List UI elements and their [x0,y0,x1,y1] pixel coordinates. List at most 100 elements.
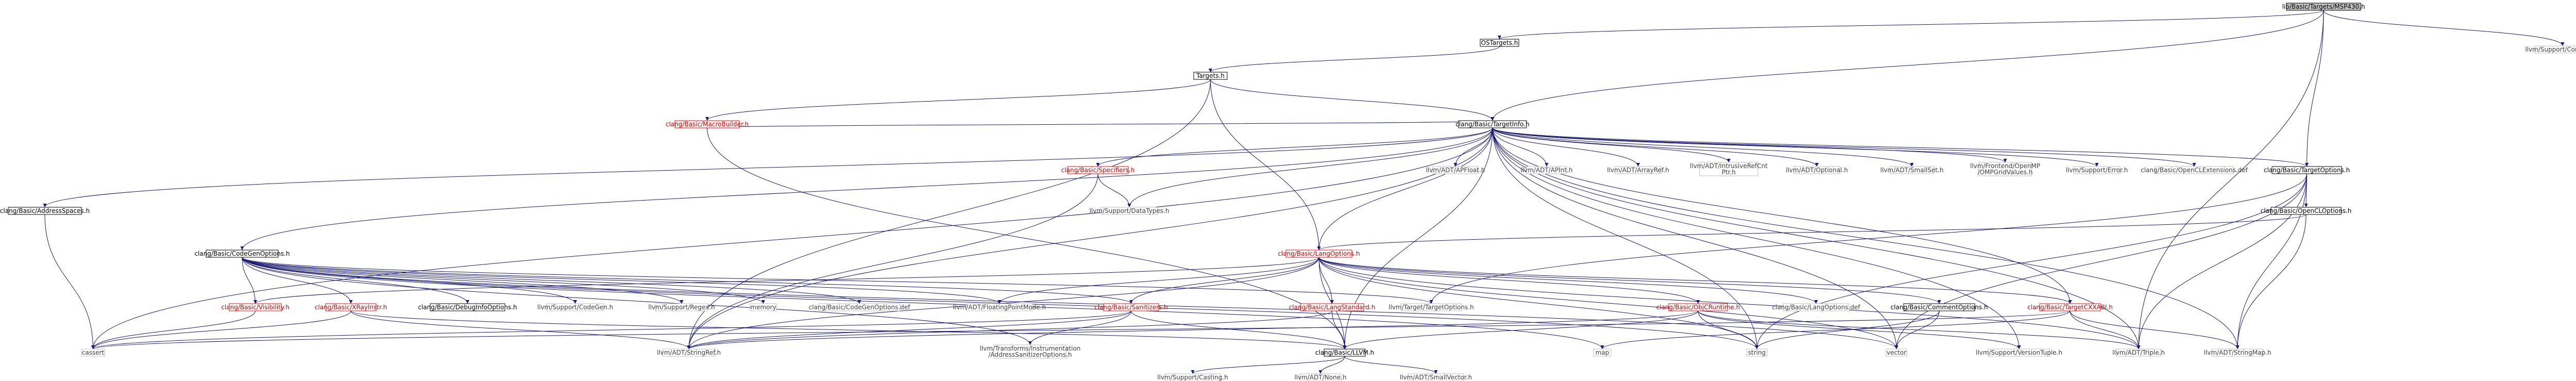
node-label-debuginfo: clang/Basic/DebugInfoOptions.h [418,304,517,311]
edge-targetinfo-to-addressspaces [43,127,1493,208]
node-asanopts: llvm/Transforms/Instrumentation/AddressS… [980,344,1080,359]
edge-langstandard-to-stringref [687,310,1332,350]
edge-macrobuilder-to-llvmh [707,127,1347,350]
node-box-map [1593,349,1612,357]
node-label-apint: llvm/ADT/APInt.h [1520,167,1572,174]
edge-targetcxxabi-to-map [1600,310,2071,350]
edge-codegenoptions-to-floatingpoint [242,257,1002,304]
edge-codegenoptions-to-string [242,257,1759,350]
nodes-layer: lib/Basic/Targets/MSP430.h llvm/Support/C… [0,3,2576,381]
node-label-targettargetopts: llvm/Target/TargetOptions.h [1388,304,1474,311]
node-root[interactable]: lib/Basic/Targets/MSP430.h [2282,3,2365,11]
node-openclopts[interactable]: clang/Basic/OpenCLOptions.h [2261,207,2352,215]
edge-llvmh-to-smallvector [1344,356,1438,374]
edge-codegenoptions-to-targettargetopts [242,257,1433,304]
node-visibility[interactable]: clang/Basic/Visibility.h [221,303,290,311]
edge-targetinfo-to-smallset [1492,127,1914,167]
node-objcruntime[interactable]: clang/Basic/ObjCRuntime.h [1656,303,1740,311]
edge-targets-to-langoptions [1210,79,1321,251]
node-box-none [1299,373,1342,381]
edge-openclopts-to-stringmap [2235,214,2307,350]
node-targettargetopts: llvm/Target/TargetOptions.h [1388,303,1474,311]
node-label-targetinfo: clang/Basic/TargetInfo.h [1455,121,1529,128]
node-smallvector: llvm/ADT/SmallVector.h [1400,373,1472,381]
node-label-ompgrid: /OMPGridValues.h [1978,169,2033,176]
node-commentopts[interactable]: clang/Basic/CommentOptions.h [1891,303,1988,311]
edge-targetcxxabi-to-stringmap [2070,310,2240,350]
edge-targetinfo-to-openclext [1492,127,2196,167]
node-label-intrusiverefcnt: llvm/ADT/IntrusiveRefCnt [1690,162,1768,170]
edge-targetoptions-to-vector [1894,173,2307,350]
node-box-compiler [2534,45,2576,54]
node-apint: llvm/ADT/APInt.h [1520,166,1573,174]
edge-targetoptions-to-string [1755,173,2307,350]
node-label-sanitizers: clang/Basic/Sanitizers.h [1094,304,1168,311]
node-box-addressspaces [8,207,82,215]
edge-langoptions-to-floatingpoint [997,257,1319,304]
node-label-smallvector: llvm/ADT/SmallVector.h [1400,374,1472,381]
node-label-datatypes: llvm/Support/DataTypes.h [1090,207,1170,214]
node-specifiers[interactable]: clang/Basic/Specifiers.h [1061,166,1134,174]
node-box-objcruntime [1668,303,1728,311]
edge-codegenoptions-to-codegenoptsdef [242,257,861,304]
node-label-cassert: cassert [82,349,105,356]
node-langstandard[interactable]: clang/Basic/LangStandard.h [1289,303,1376,311]
node-box-commentopts [1903,303,1975,311]
node-box-openclopts [2270,207,2342,215]
node-codegenoptsdef: clang/Basic/CodeGenOptions.def [809,303,910,311]
node-targets[interactable]: Targets.h [1193,72,1228,80]
node-llvmh[interactable]: clang/Basic/LLVM.h [1315,349,1374,357]
node-label-stringmap: llvm/ADT/StringMap.h [2204,349,2272,356]
node-smallset: llvm/ADT/SmallSet.h [1880,166,1944,174]
node-targetinfo[interactable]: clang/Basic/TargetInfo.h [1455,120,1530,128]
edge-addressspaces-to-cassert [44,214,95,350]
node-label-specifiers: clang/Basic/Specifiers.h [1061,167,1134,174]
edge-targetcxxabi-to-cassert [91,310,2071,350]
node-compiler: llvm/Support/Compiler.h [2525,45,2576,54]
node-triple: llvm/ADT/Triple.h [2112,349,2165,357]
node-label-asanopts: /AddressSanitizerOptions.h [988,351,1072,358]
node-box-targetinfo [1458,120,1527,128]
node-label-ompgrid: llvm/Frontend/OpenMP [1970,162,2040,170]
node-targetcxxabi[interactable]: clang/Basic/TargetCXXABI.h [2027,303,2113,311]
node-targetoptions[interactable]: clang/Basic/TargetOptions.h [2264,166,2350,174]
node-label-floatingpoint: llvm/ADT/FloatingPointMode.h [953,304,1046,311]
node-macrobuilder[interactable]: clang/Basic/MacroBuilder.h [666,120,749,128]
edge-targetinfo-to-optional [1492,127,1819,167]
node-label-langoptsdef: clang/Basic/LangOptions.def [1772,304,1861,311]
node-label-targets: Targets.h [1196,72,1225,79]
edge-sanitizers-to-llvmh [1131,310,1347,350]
node-addressspaces[interactable]: clang/Basic/AddressSpaces.h [0,207,90,215]
node-label-targetcxxabi: clang/Basic/TargetCXXABI.h [2027,304,2113,311]
edge-root-to-targetoptions [2305,10,2324,167]
node-xrayinstr[interactable]: clang/Basic/XRayInstr.h [315,303,387,311]
node-label-versiontuple: llvm/Support/VersionTuple.h [1976,349,2062,356]
node-map: map [1593,349,1612,357]
edges-layer [43,10,2565,374]
edge-langstandard-to-llvmh [1332,310,1347,350]
node-box-regex [655,303,708,311]
node-label-error: llvm/Support/Error.h [2066,167,2128,174]
node-box-sanitizers [1103,303,1159,311]
edge-langoptions-to-string [1318,257,1759,350]
node-box-apfloat [1432,166,1479,174]
node-box-ompgrid [1978,162,2032,176]
edge-objcruntime-to-versiontuple [1698,310,2021,350]
edge-macrobuilder-to-targetinfo [707,120,1494,128]
node-langoptions[interactable]: clang/Basic/LangOptions.h [1278,250,1360,258]
node-label-smallset: llvm/ADT/SmallSet.h [1880,167,1944,174]
node-label-casting: llvm/Support/Casting.h [1157,374,1228,381]
node-codegenoptions[interactable]: clang/Basic/CodeGenOptions.h [194,250,290,258]
node-label-string: string [1748,349,1766,356]
node-label-memory: memory [750,304,776,311]
edge-codegenoptions-to-visibility [242,257,257,304]
node-label-stringref: llvm/ADT/StringRef.h [657,349,721,356]
node-box-codegenoptsdef [818,303,901,311]
node-debuginfo[interactable]: clang/Basic/DebugInfoOptions.h [418,303,517,311]
node-label-llvmh: clang/Basic/LLVM.h [1315,349,1374,356]
node-box-specifiers [1067,166,1129,174]
node-sanitizers[interactable]: clang/Basic/Sanitizers.h [1094,303,1168,311]
node-ostargets[interactable]: OSTargets.h [1480,39,1519,47]
